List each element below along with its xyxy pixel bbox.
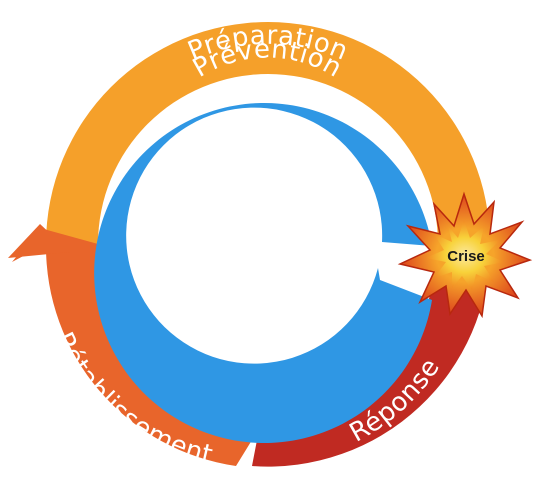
crise-label: Crise [447,248,485,265]
burst-inner-shape [426,220,504,290]
retablissement-arrowhead [8,224,70,258]
prevention-ring [94,103,433,443]
crise-burst: Crise [397,191,533,319]
preparation-segment [46,22,490,244]
